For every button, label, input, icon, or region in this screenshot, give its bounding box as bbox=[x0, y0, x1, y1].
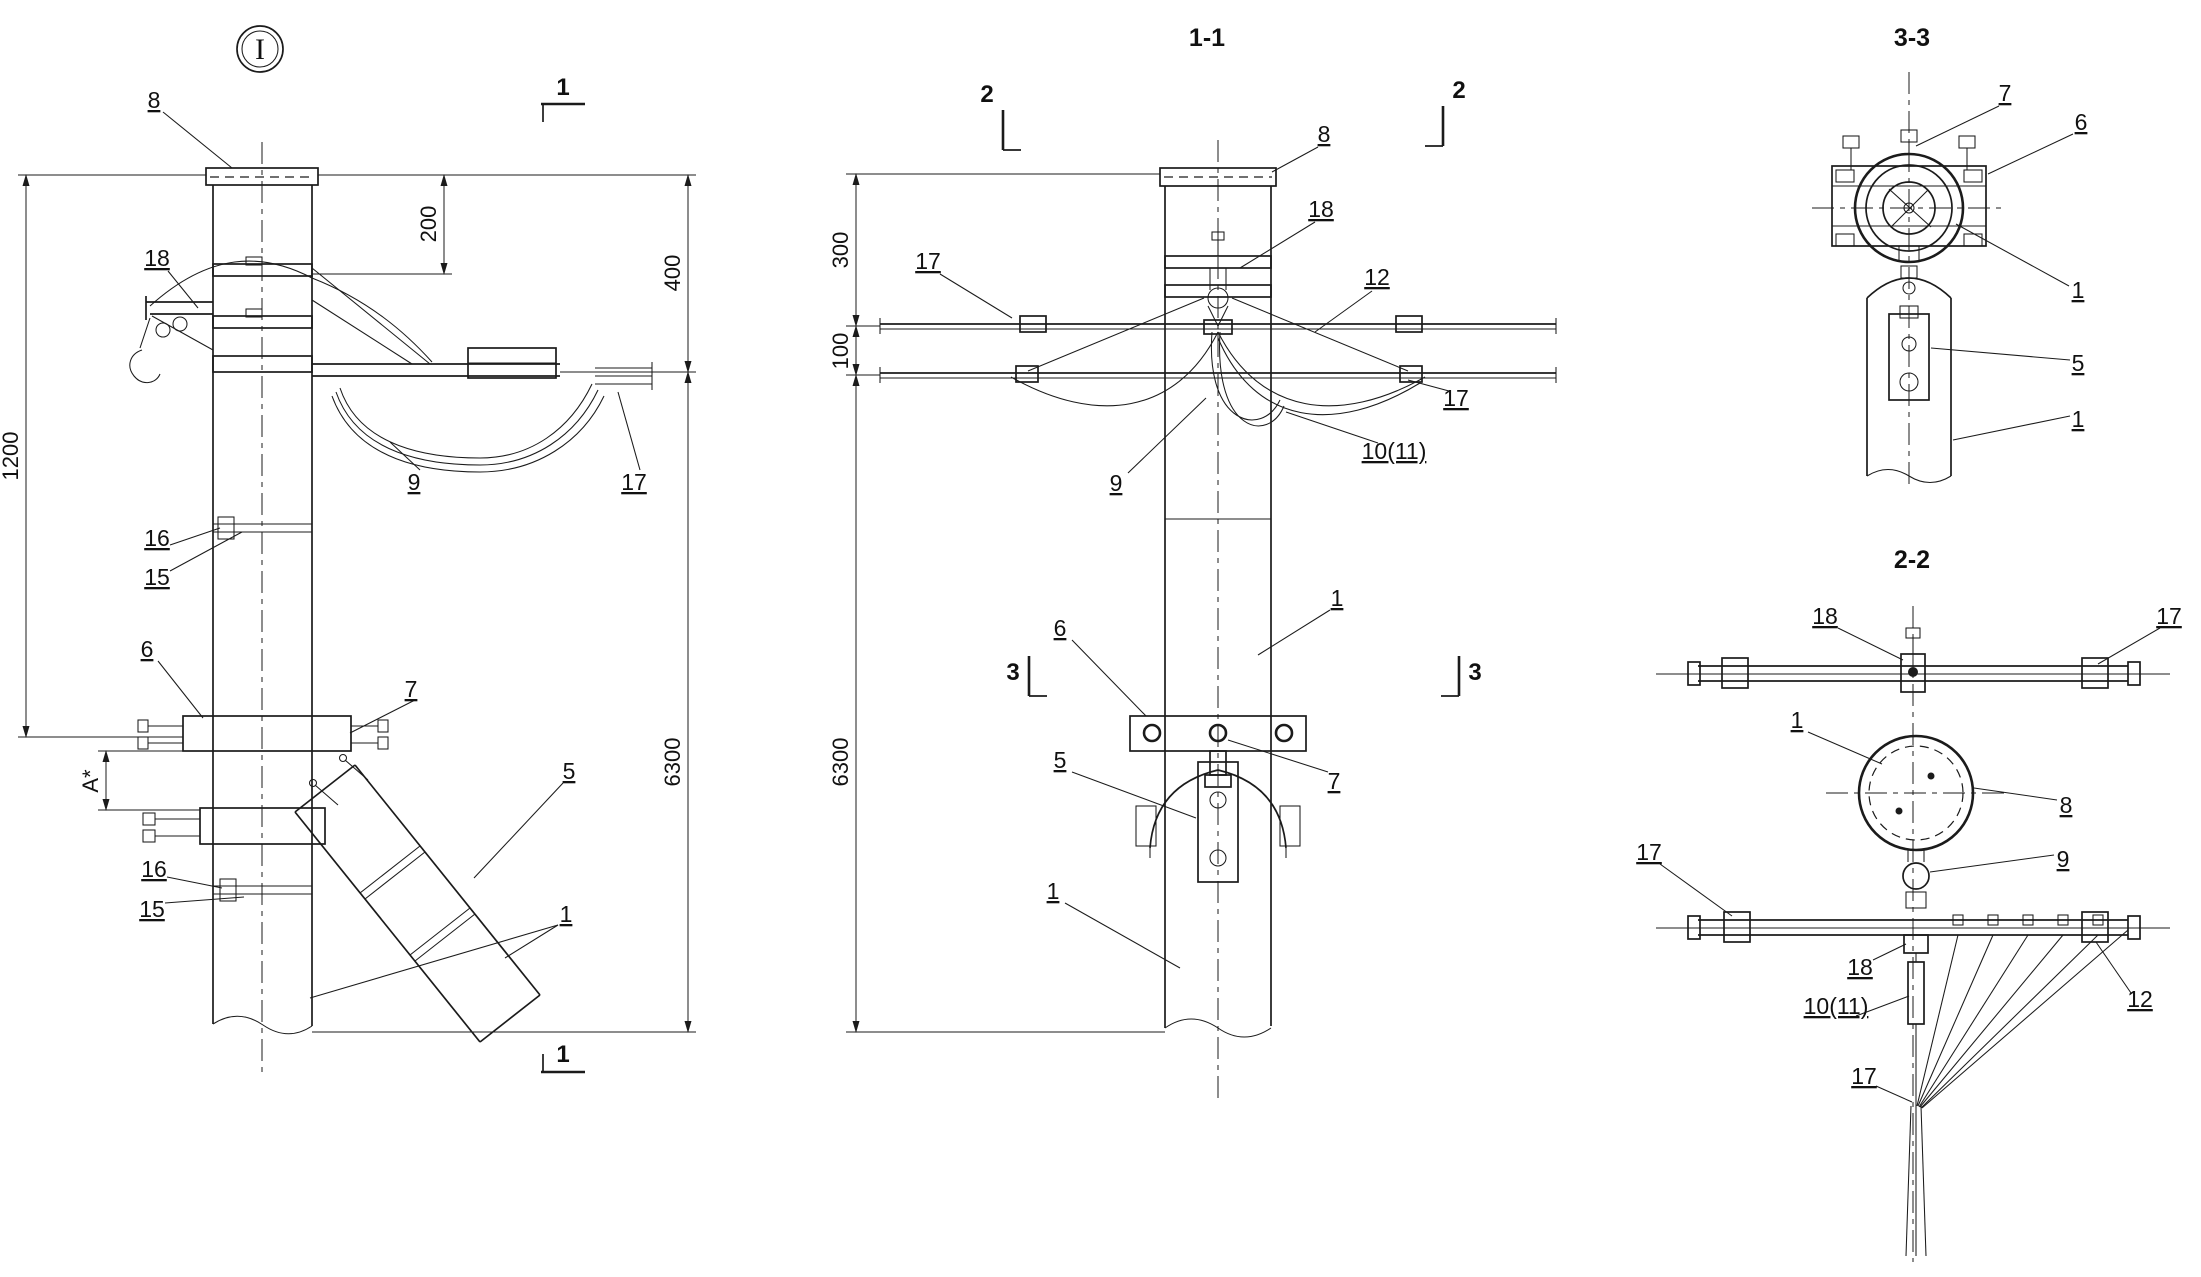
label-17-left-s11: 17 bbox=[915, 248, 941, 274]
label-6-s11: 6 bbox=[1054, 615, 1067, 641]
label-5-s33: 5 bbox=[2072, 350, 2085, 376]
label-8-s11: 8 bbox=[1318, 121, 1331, 147]
cable-conduit bbox=[294, 753, 541, 1043]
crossarm-bottom-2-2 bbox=[1656, 911, 2170, 1106]
cut-label-1-bottom: 1 bbox=[556, 1041, 569, 1068]
dim-100: 100 bbox=[828, 333, 853, 370]
label-12-s22: 12 bbox=[2127, 986, 2153, 1012]
section-1-1-title: 1-1 bbox=[1189, 24, 1225, 52]
labels-main: 8 18 9 17 16 15 6 7 5 16 15 1 bbox=[139, 87, 647, 999]
label-16-upper: 16 bbox=[144, 525, 170, 551]
section-2-2-title: 2-2 bbox=[1894, 546, 1930, 574]
label-15-lower: 15 bbox=[139, 896, 165, 922]
section-cut-2-left: 2 bbox=[980, 81, 1021, 151]
label-10-11-s11: 10(11) bbox=[1362, 438, 1427, 464]
label-7: 7 bbox=[405, 676, 418, 702]
dim-6300-main: 6300 bbox=[660, 738, 685, 787]
dim-6300-s11: 6300 bbox=[828, 738, 853, 787]
lower-clamp-assembly bbox=[142, 807, 326, 845]
section-cut-3-left: 3 bbox=[1006, 656, 1047, 697]
label-18-top-s22: 18 bbox=[1812, 603, 1838, 629]
label-6: 6 bbox=[141, 636, 154, 662]
view-section-3-3: 3-3 bbox=[1812, 24, 2087, 486]
label-9: 9 bbox=[408, 469, 421, 495]
label-7-s33: 7 bbox=[1999, 80, 2012, 106]
label-1-lower-s33: 1 bbox=[2072, 406, 2085, 432]
wires-section-1-1 bbox=[879, 297, 1557, 427]
label-6-s33: 6 bbox=[2075, 109, 2088, 135]
pole-section-1-1 bbox=[1159, 140, 1277, 1100]
dim-A: A* bbox=[78, 769, 103, 793]
dimensions-1-1: 300 100 6300 bbox=[828, 173, 1165, 1033]
label-1-s22: 1 bbox=[1791, 707, 1804, 733]
label-9-s22: 9 bbox=[2057, 846, 2070, 872]
dim-200: 200 bbox=[416, 206, 441, 243]
clamp-plate-1-1 bbox=[1129, 715, 1307, 788]
section-cut-3-right: 3 bbox=[1441, 656, 1482, 697]
label-12-s11: 12 bbox=[1364, 264, 1390, 290]
cut-label-2-right: 2 bbox=[1452, 77, 1465, 104]
label-17: 17 bbox=[621, 469, 647, 495]
crossarm-top-2-2 bbox=[1656, 606, 2170, 1262]
cut-label-3-left: 3 bbox=[1006, 659, 1019, 686]
labels-2-2: 18 17 1 8 9 17 18 10(11) 12 17 bbox=[1636, 603, 2182, 1103]
label-18-s11: 18 bbox=[1308, 196, 1334, 222]
pole-elevation bbox=[205, 142, 319, 1072]
label-17-right-s11: 17 bbox=[1443, 385, 1469, 411]
cut-label-1-top: 1 bbox=[556, 74, 569, 101]
cut-label-2-left: 2 bbox=[980, 81, 993, 108]
view-section-1-1: 1-1 2 2 bbox=[828, 24, 1557, 1100]
label-1: 1 bbox=[560, 901, 573, 927]
label-17-left-s22: 17 bbox=[1636, 839, 1662, 865]
label-1-upper-s33: 1 bbox=[2072, 277, 2085, 303]
dim-300: 300 bbox=[828, 232, 853, 269]
cut-label-3-right: 3 bbox=[1468, 659, 1481, 686]
label-17-bottom-s22: 17 bbox=[1851, 1063, 1877, 1089]
section-3-3-title: 3-3 bbox=[1894, 24, 1930, 52]
pole-section-2-2 bbox=[1857, 734, 1975, 909]
label-8-s22: 8 bbox=[2060, 792, 2073, 818]
label-7-s11: 7 bbox=[1328, 768, 1341, 794]
fan-wires-2-2 bbox=[1905, 929, 2129, 1257]
labels-3-3: 7 6 1 5 1 bbox=[1915, 80, 2088, 441]
view-section-2-2: 2-2 bbox=[1636, 546, 2182, 1262]
label-15-upper: 15 bbox=[144, 564, 170, 590]
left-insulator-assembly bbox=[129, 260, 433, 384]
suspension-assembly bbox=[1203, 268, 1233, 335]
mid-clamp-assembly bbox=[137, 715, 389, 752]
section-cut-1-bottom: 1 bbox=[541, 1041, 585, 1074]
dim-400: 400 bbox=[660, 255, 685, 292]
flange-plan bbox=[1812, 72, 2006, 486]
dim-1200: 1200 bbox=[0, 432, 23, 481]
label-16-lower: 16 bbox=[141, 856, 167, 882]
upper-crossarm-assembly bbox=[311, 267, 653, 473]
pole-top-3-3 bbox=[1866, 246, 1952, 484]
detail-marker-label: I bbox=[255, 33, 265, 66]
label-5: 5 bbox=[563, 758, 576, 784]
label-9-s11: 9 bbox=[1110, 470, 1123, 496]
label-8: 8 bbox=[148, 87, 161, 113]
label-1-lower-s11: 1 bbox=[1047, 878, 1060, 904]
label-1-upper-s11: 1 bbox=[1331, 585, 1344, 611]
dimensions-main: 1200 200 400 6300 A* bbox=[0, 174, 696, 1033]
label-17-topright-s22: 17 bbox=[2156, 603, 2182, 629]
labels-1-1: 8 18 17 12 17 10(11) 9 1 6 5 7 1 bbox=[915, 121, 1469, 969]
section-cut-1-top: 1 bbox=[541, 74, 585, 122]
label-5-s11: 5 bbox=[1054, 747, 1067, 773]
cable-entry-housing bbox=[1135, 761, 1301, 883]
detail-marker: I bbox=[236, 25, 284, 73]
label-10-11-s22: 10(11) bbox=[1804, 993, 1869, 1019]
label-18: 18 bbox=[144, 245, 170, 271]
label-18-bottom-s22: 18 bbox=[1847, 954, 1873, 980]
view-main: I bbox=[0, 25, 696, 1074]
section-cut-2-right: 2 bbox=[1425, 77, 1466, 147]
